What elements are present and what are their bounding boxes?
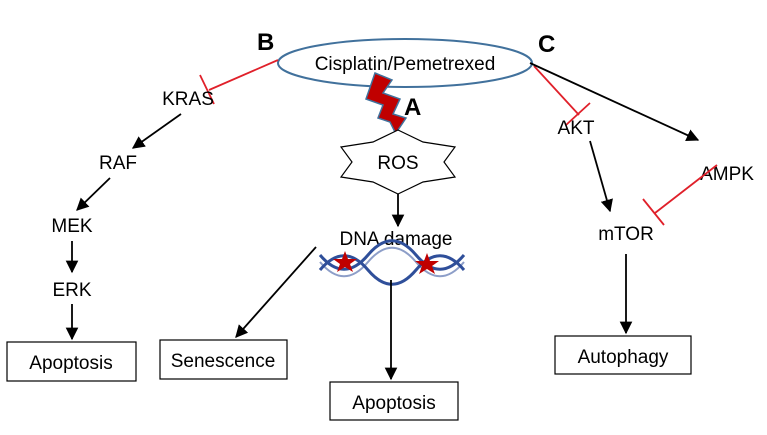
- drug-label: Cisplatin/Pemetrexed: [315, 54, 496, 75]
- inhibition-bar-kras: [199, 74, 215, 105]
- node-ampk: AMPK: [700, 164, 754, 185]
- outcome-autophagy: Autophagy: [578, 347, 669, 368]
- star-burst-icon: [339, 129, 457, 195]
- node-kras: KRAS: [162, 89, 214, 110]
- outcome-box-autophagy: [554, 335, 692, 375]
- inhibition-line-drug-akt: [533, 65, 580, 116]
- outcome-box-senescence: [159, 339, 288, 380]
- inhibition-bar-mtor: [642, 198, 665, 226]
- outcome-apoptosis-left: Apoptosis: [29, 353, 112, 374]
- panel-label-c: C: [538, 31, 555, 58]
- node-mek: MEK: [51, 216, 93, 237]
- arrow-drug-ampk: [529, 62, 700, 142]
- node-mtor: mTOR: [598, 224, 654, 245]
- dna-damage-star-left: [333, 251, 357, 272]
- panel-label-a: A: [404, 94, 421, 121]
- panel-label-b: B: [257, 29, 274, 56]
- arrow-akt-mtor: [589, 140, 613, 213]
- inhibition-line-ampk-mtor: [654, 164, 718, 214]
- node-dna-damage: DNA damage: [339, 229, 452, 250]
- dna-damage-star-right: [415, 253, 439, 274]
- arrow-dna-senescence: [235, 246, 317, 338]
- inhibition-bar-akt: [565, 102, 591, 126]
- arrow-kras-raf: [131, 113, 182, 149]
- inhibition-line-drug-kras: [208, 59, 279, 91]
- node-raf: RAF: [99, 153, 137, 174]
- node-ros: ROS: [377, 153, 418, 174]
- outcome-apoptosis-center: Apoptosis: [352, 393, 435, 414]
- node-akt: AKT: [558, 118, 595, 139]
- outcome-senescence: Senescence: [171, 351, 276, 372]
- outcome-box-apoptosis-left: [6, 341, 137, 382]
- outcome-box-apoptosis-center: [329, 381, 459, 421]
- arrow-raf-mek: [76, 177, 111, 211]
- dna-helix-icon: [318, 239, 466, 286]
- node-erk: ERK: [52, 280, 91, 301]
